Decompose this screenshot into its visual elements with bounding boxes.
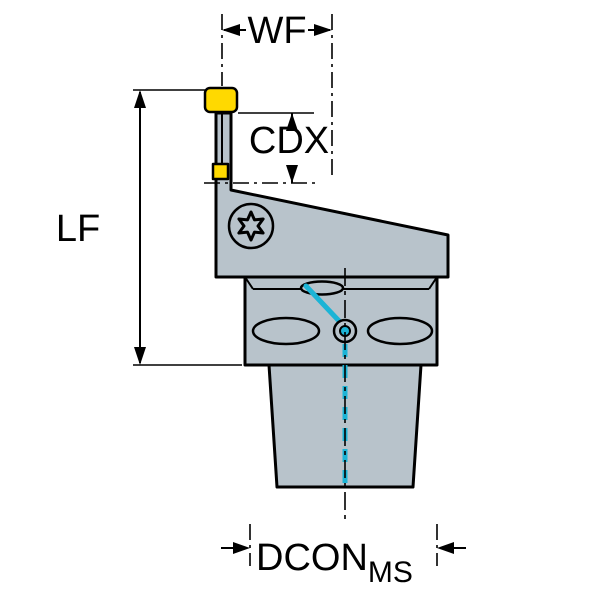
lf-arrow-up: [134, 90, 146, 108]
wf-label: WF: [247, 10, 306, 52]
wf-arrow-right: [314, 24, 332, 36]
lf-arrow-down: [134, 347, 146, 365]
dcon-arrow-right: [437, 542, 454, 554]
dcon-label-sub: MS: [368, 556, 413, 589]
spare-insert: [211, 162, 230, 181]
coolant-bore-diagonal: [303, 283, 343, 325]
clamp-screw: [227, 202, 275, 250]
collar-chamfer-right: [428, 276, 438, 290]
collar-chamfer-left: [244, 276, 254, 290]
cutting-insert: [203, 86, 239, 114]
shank: [267, 363, 423, 489]
cdx-label: CDX: [249, 120, 329, 162]
dcon-label: DCONMS: [256, 537, 413, 589]
wf-arrow-left: [222, 24, 240, 36]
cdx-arrow-down: [286, 165, 298, 183]
grip-recess-right: [366, 316, 434, 346]
tool-body: [203, 86, 450, 489]
dimension-wf: WF: [221, 10, 333, 180]
lf-label: LF: [56, 208, 100, 250]
dimension-dcon: DCONMS: [221, 524, 466, 589]
torx-icon: [237, 210, 265, 242]
dcon-arrow-left: [233, 542, 250, 554]
dcon-label-main: DCON: [256, 537, 368, 579]
dimension-cdx: CDX: [204, 112, 329, 184]
cdx-arrow-up: [286, 113, 298, 131]
dimension-lf: LF: [56, 89, 242, 366]
coolant-channel: [303, 268, 358, 524]
grip-recess-left: [251, 316, 321, 346]
